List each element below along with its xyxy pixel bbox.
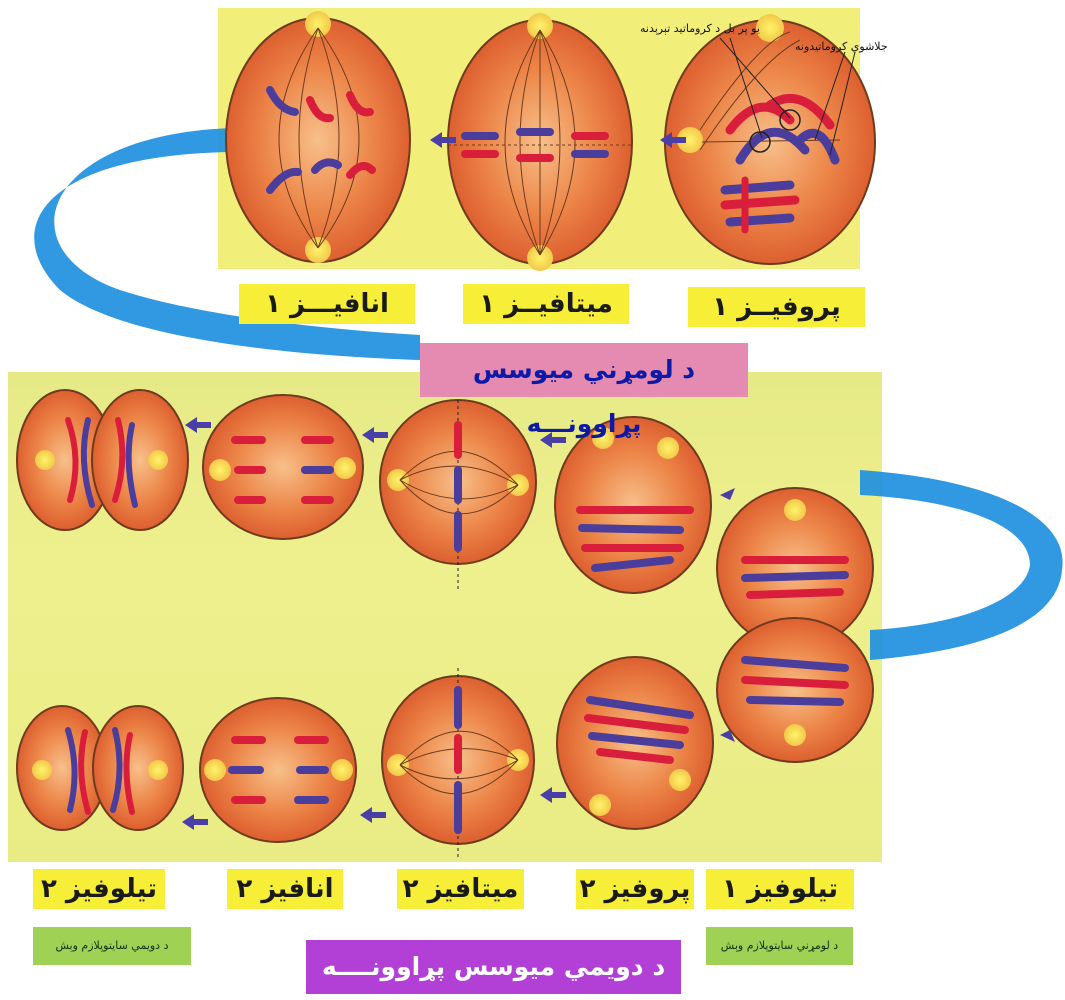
annotation-crossing-over: یو پر بل د کروماتید تېرېدنه [640, 22, 760, 35]
heading-meiosis-one: د لومړني میوسس پړاوونـــه [420, 343, 748, 397]
cell-anaphase-1 [226, 11, 410, 263]
cell-telophase-2-lower [17, 706, 183, 830]
heading-meiosis-two: د دویمي میوسس پړاوونــــه [306, 940, 681, 994]
cell-metaphase-2-lower [382, 668, 534, 860]
label-telophase-1: تیلوفیز ۱ [706, 869, 854, 909]
cell-anaphase-2-upper [203, 395, 363, 539]
label-prophase-1: پروفیــز ۱ [688, 287, 865, 327]
cell-telophase-1 [717, 488, 873, 762]
cell-prophase-2-lower [557, 657, 713, 829]
label-metaphase-1: میتافیــز ۱ [463, 284, 629, 324]
cell-telophase-2-upper [17, 390, 188, 530]
label-telophase-2: تیلوفیز ۲ [33, 869, 165, 909]
note-second-cytoplasm-division: د دویمي سایتوپلازم وېش [33, 927, 191, 965]
label-anaphase-1: انافیـــز ۱ [239, 284, 415, 324]
cell-metaphase-1 [448, 13, 632, 271]
cell-metaphase-2-upper [380, 400, 536, 590]
note-first-cytoplasm-division: د لومړني سایتوپلازم وېش [706, 927, 853, 965]
cell-anaphase-2-lower [200, 698, 356, 842]
label-prophase-2: پروفیز ۲ [576, 869, 694, 909]
label-anaphase-2: انافیز ۲ [227, 869, 343, 909]
label-metaphase-2: میتافیز ۲ [397, 869, 524, 909]
annotation-sister-chromatids: جلاشوي کروماتیدونه [795, 40, 888, 53]
ribbon-lower [860, 470, 1063, 660]
